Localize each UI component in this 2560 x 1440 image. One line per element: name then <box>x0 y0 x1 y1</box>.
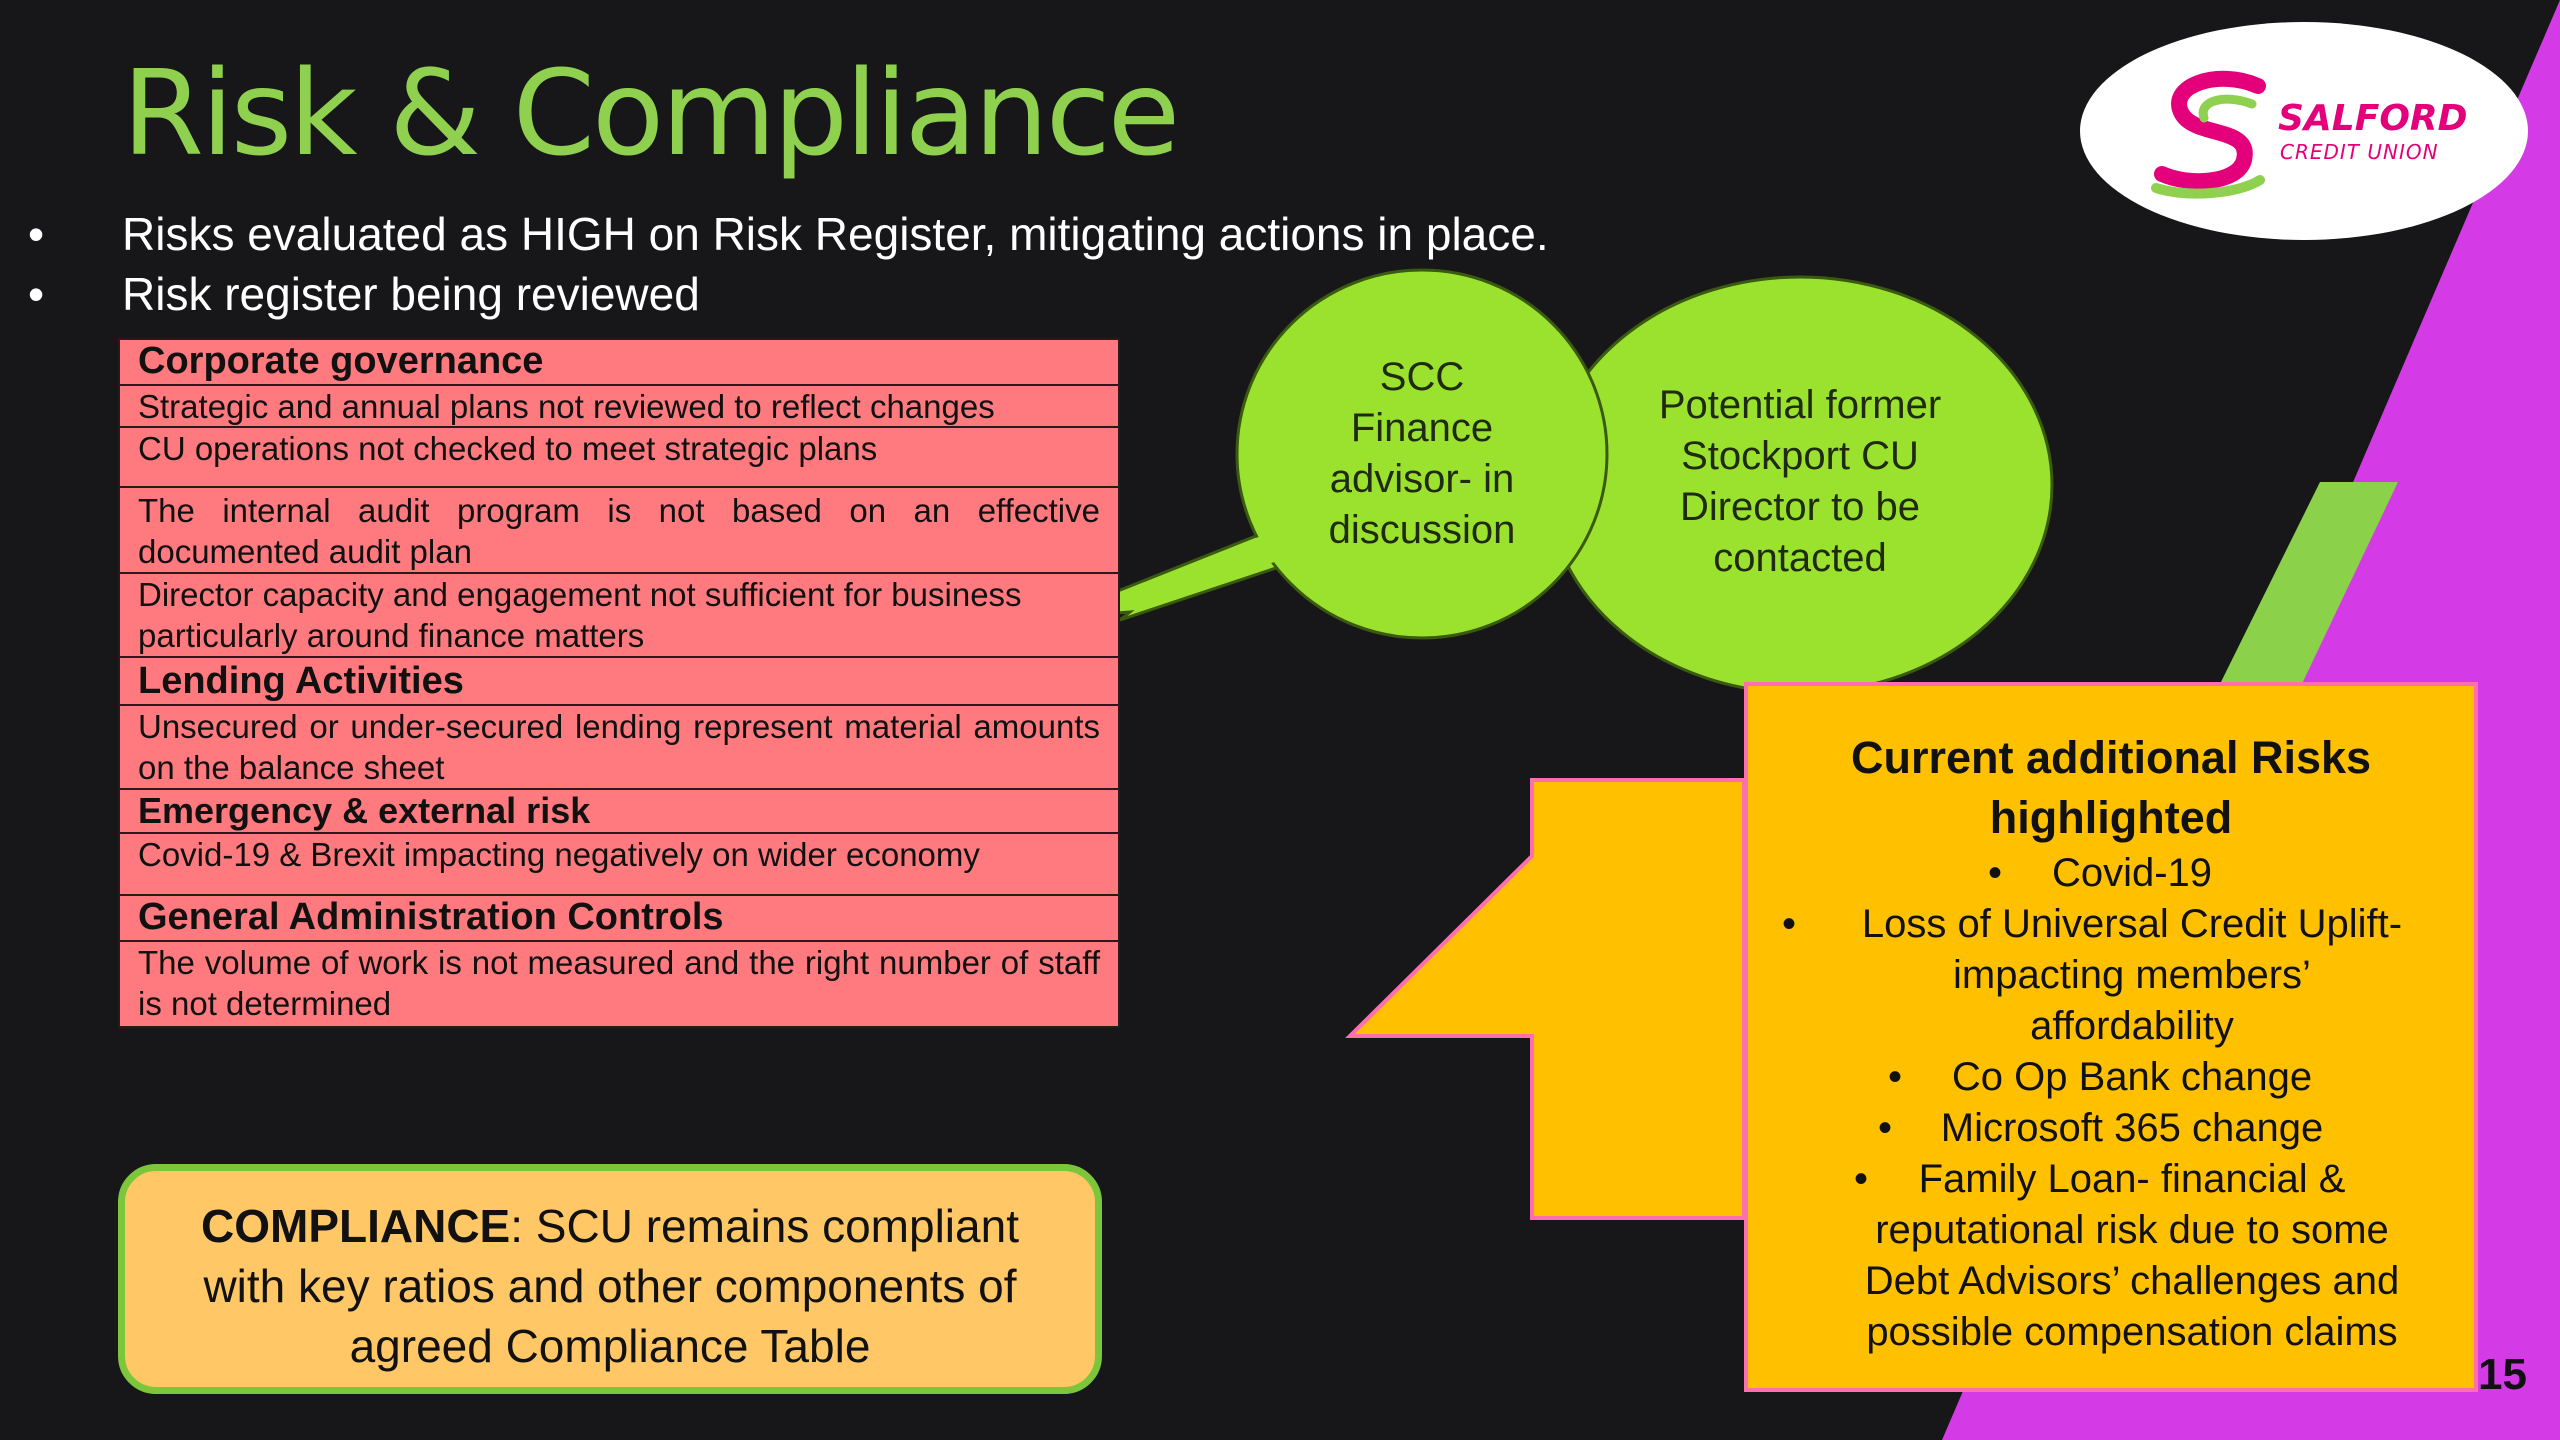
compliance-box: COMPLIANCE: SCU remains compliant with k… <box>118 1164 1102 1394</box>
section-header-lending: Lending Activities <box>120 658 1118 706</box>
bullet-glyph: • <box>1878 1106 1893 1150</box>
section-header-emergency: Emergency & external risk <box>120 790 1118 834</box>
risk-item-line: Family Loan- financial & <box>1918 1157 2346 1201</box>
bubble-line: contacted <box>1713 536 1887 580</box>
risk-item-line: Loss of Universal Credit Uplift- <box>1861 902 2403 946</box>
compliance-line: with key ratios and other components of <box>203 1260 1017 1312</box>
salford-credit-union-logo: SALFORD CREDIT UNION <box>2080 22 2528 240</box>
risk-item-line: Microsoft 365 change <box>1940 1106 2324 1150</box>
bullet-glyph: • <box>1854 1157 1869 1201</box>
bubble-line: discussion <box>1328 508 1516 552</box>
compliance-line: COMPLIANCE: SCU remains compliant <box>125 1196 1095 1256</box>
risk-item-line: affordability <box>2030 1004 2234 1048</box>
yellow-arrow <box>1345 778 1746 1220</box>
page-title: Risk & Compliance <box>122 44 1180 182</box>
logo-name: SALFORD <box>2278 98 2468 139</box>
compliance-label: COMPLIANCE <box>201 1200 511 1252</box>
bullet-glyph: • <box>1888 1055 1903 1099</box>
bubble-line: advisor- in <box>1329 457 1515 501</box>
green-parallelogram <box>2218 482 2398 688</box>
bubble-line: Potential former <box>1658 383 1942 427</box>
risk-row: The internal audit program is not based … <box>120 488 1118 574</box>
risk-item: • Covid-19 <box>1748 848 2456 899</box>
summary-bullet: Risks evaluated as HIGH on Risk Register… <box>28 204 1549 264</box>
logo-subtitle: CREDIT UNION <box>2280 140 2439 164</box>
risk-register-table: Corporate governance Strategic and annua… <box>118 338 1120 1028</box>
bullet-glyph: • <box>1988 851 2003 895</box>
compliance-text: : SCU remains compliant <box>510 1200 1019 1252</box>
stockport-bubble-text: Potential former Stockport CU Director t… <box>1600 380 2000 584</box>
current-additional-risks-box: Current additional Risks highlighted • C… <box>1744 682 2478 1392</box>
bubble-line: Stockport CU <box>1681 434 1919 478</box>
risk-row: CU operations not checked to meet strate… <box>120 428 1118 488</box>
bubble-line: Director to be <box>1679 485 1921 529</box>
risk-item-line: Covid-19 <box>2051 851 2213 895</box>
risk-row: Unsecured or under-secured lending repre… <box>120 706 1118 790</box>
compliance-line: agreed Compliance Table <box>349 1320 871 1372</box>
scc-bubble-text: SCC Finance advisor- in discussion <box>1300 352 1544 556</box>
risk-item: • Microsoft 365 change <box>1748 1103 2456 1154</box>
bubble-line: SCC <box>1379 355 1465 399</box>
risk-item: • Co Op Bank change <box>1748 1052 2456 1103</box>
bubble-line: Finance <box>1350 406 1494 450</box>
risks-title: Current additional Risks highlighted <box>1748 728 2474 848</box>
page-number: 15 <box>2478 1350 2527 1399</box>
risk-item-line: Debt Advisors’ challenges and <box>1864 1259 2400 1303</box>
risk-row: Covid-19 & Brexit impacting negatively o… <box>120 834 1118 896</box>
risk-item-line: impacting members’ <box>1953 953 2311 997</box>
risks-title-line: Current additional Risks <box>1850 732 2372 783</box>
risk-row: Director capacity and engagement not suf… <box>120 574 1118 658</box>
summary-bullets: Risks evaluated as HIGH on Risk Register… <box>28 204 1549 324</box>
summary-bullet: Risk register being reviewed <box>28 264 1549 324</box>
risks-list: • Covid-19 • Loss of Universal Credit Up… <box>1748 848 2474 1358</box>
bullet-glyph: • <box>1782 902 1797 946</box>
risks-title-line: highlighted <box>1989 792 2233 843</box>
risk-item-line: possible compensation claims <box>1866 1310 2398 1354</box>
risk-item-line: Co Op Bank change <box>1951 1055 2313 1099</box>
logo-swoosh-icon <box>2151 70 2266 199</box>
risk-row: The volume of work is not measured and t… <box>138 944 1100 1022</box>
risk-item: • Family Loan- financial & reputational … <box>1748 1154 2456 1358</box>
section-header-corporate-governance: Corporate governance <box>120 340 1118 386</box>
section-header-admin: General Administration Controls <box>120 896 1118 942</box>
risk-item: • Loss of Universal Credit Uplift- impac… <box>1748 899 2456 1052</box>
risk-item-line: reputational risk due to some <box>1875 1208 2389 1252</box>
risk-row: Strategic and annual plans not reviewed … <box>120 386 1118 428</box>
